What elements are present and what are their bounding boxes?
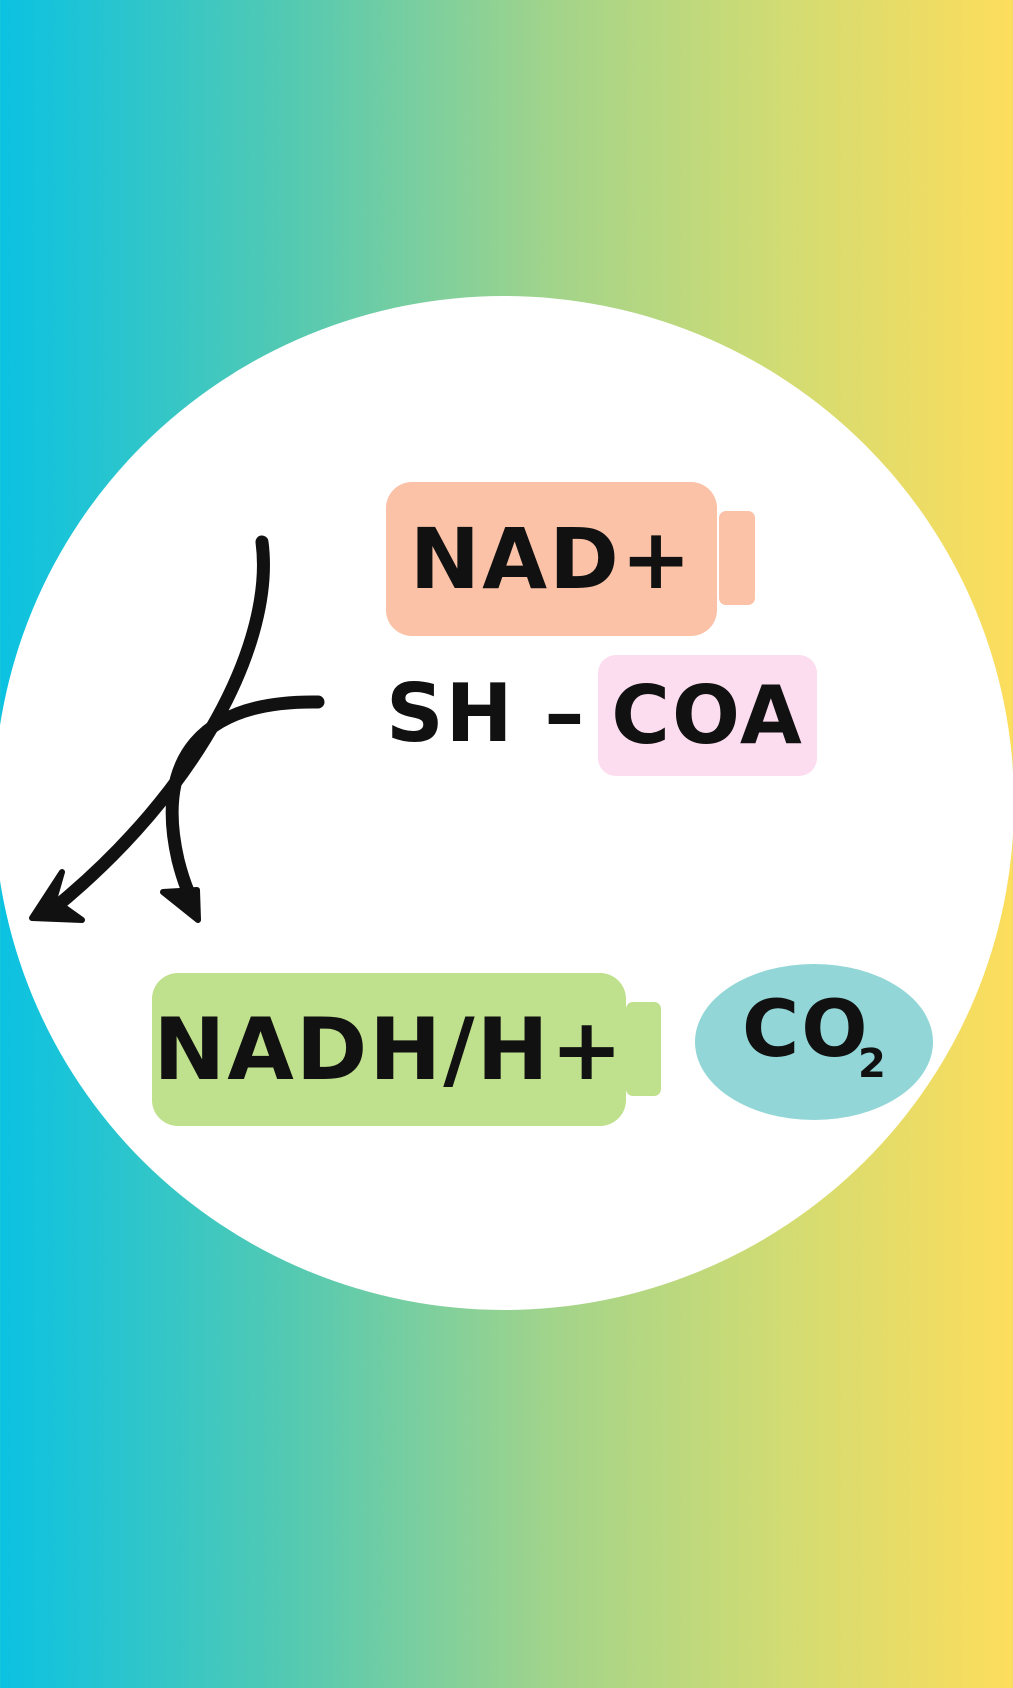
nadh-battery: NADH/H+ (152, 973, 626, 1126)
nad-battery-tip (719, 511, 755, 605)
main-arrowhead-icon (29, 869, 85, 923)
branch-curved-arrow-icon (165, 695, 325, 907)
nad-label: NAD+ (409, 510, 694, 608)
main-curved-arrow-icon (45, 535, 270, 917)
coa-label: COA (611, 669, 804, 762)
nadh-battery-tip (626, 1002, 661, 1096)
co2-ellipse (695, 964, 933, 1120)
sh-label: SH – (386, 667, 587, 760)
branch-arrowhead-icon (160, 887, 201, 923)
coa-box: COA (598, 655, 817, 776)
nadh-label: NADH/H+ (153, 999, 625, 1100)
nad-battery: NAD+ (386, 482, 717, 636)
co2-subscript: 2 (858, 1041, 888, 1087)
co2-label: CO (742, 985, 870, 1075)
